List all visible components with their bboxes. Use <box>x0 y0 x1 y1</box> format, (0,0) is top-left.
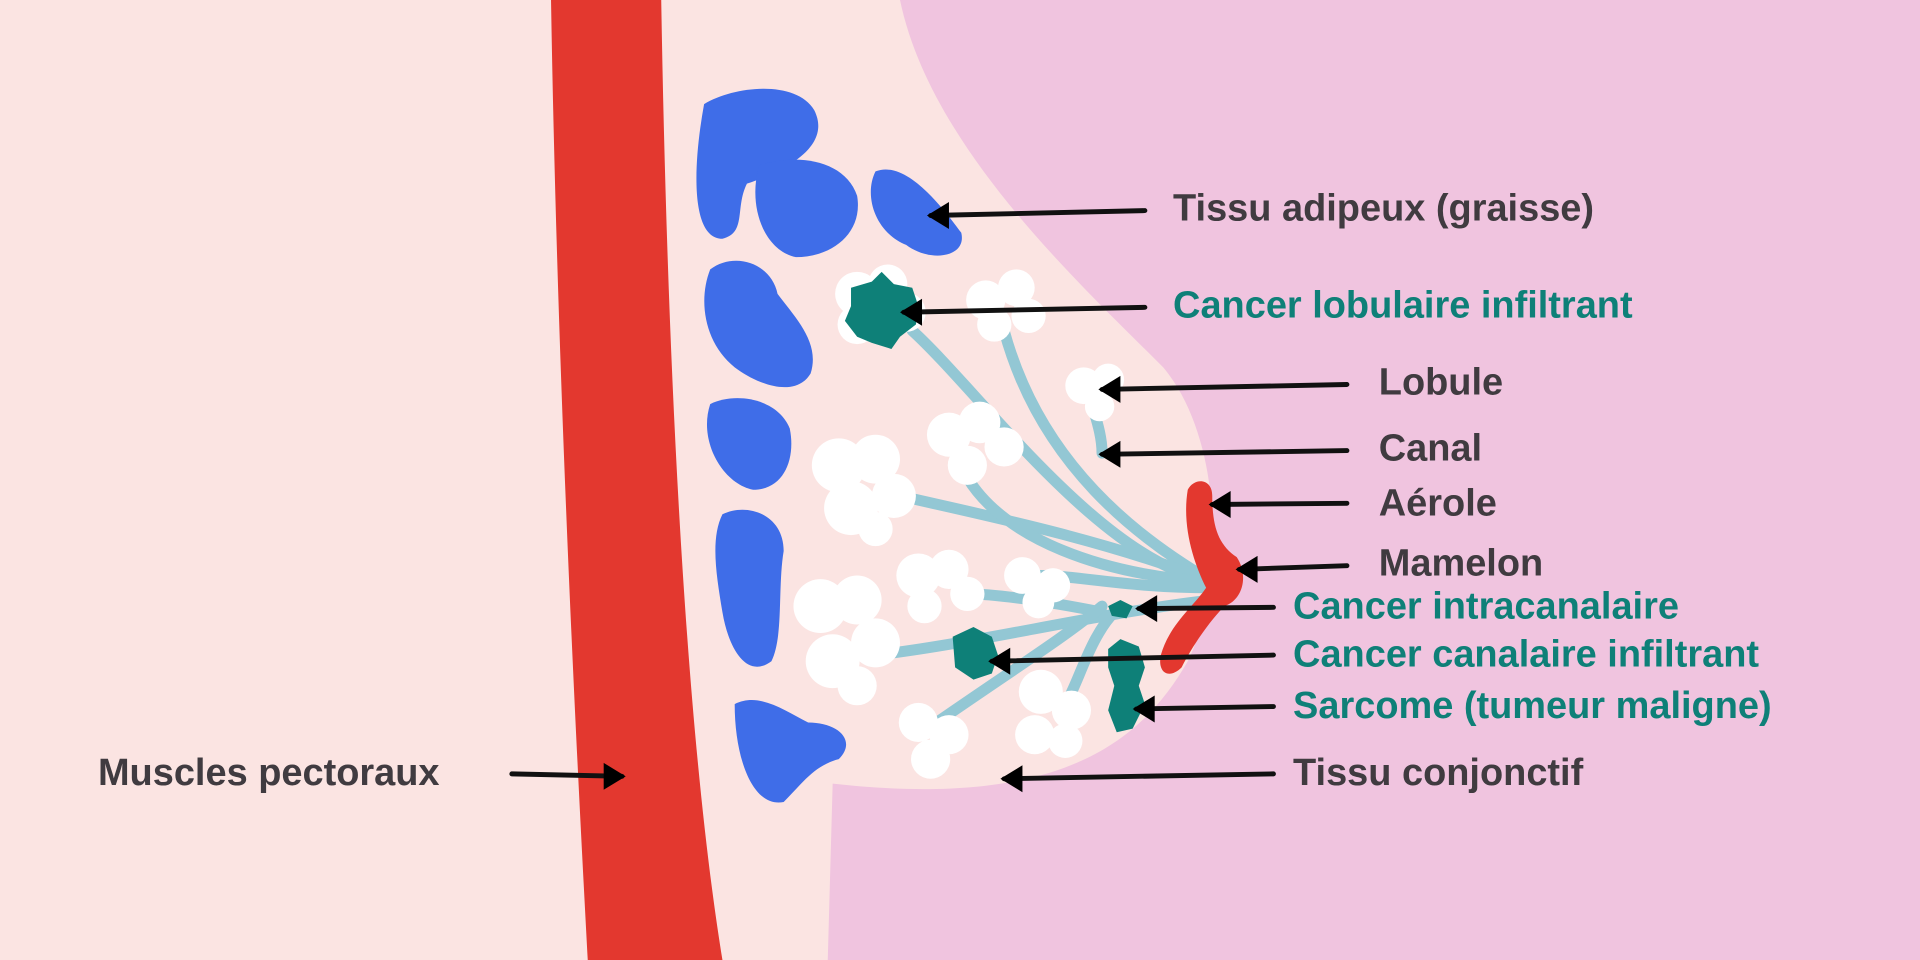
label-fat-tissue: Tissu adipeux (graisse) <box>1173 188 1594 230</box>
label-pectoral-muscles: Muscles pectoraux <box>98 752 440 794</box>
label-lobule: Lobule <box>1379 362 1503 404</box>
label-areola: Aérole <box>1379 483 1497 525</box>
label-nipple: Mamelon <box>1379 543 1543 585</box>
label-arrows <box>509 202 1350 793</box>
label-duct: Canal <box>1379 428 1482 470</box>
label-ductal-cancer: Cancer canalaire infiltrant <box>1293 633 1759 675</box>
lobules <box>793 264 1125 779</box>
pectoral-muscle <box>551 0 723 960</box>
outside-skin-region <box>827 0 1920 960</box>
label-intraductal-cancer: Cancer intracanalaire <box>1293 586 1679 628</box>
fat-tissue <box>696 88 962 803</box>
label-sarcoma: Sarcome (tumeur maligne) <box>1293 685 1772 727</box>
label-connective-tissue: Tissu conjonctif <box>1293 752 1584 794</box>
label-lobular-cancer: Cancer lobulaire infiltrant <box>1173 284 1633 326</box>
areola-nipple <box>1160 481 1244 674</box>
